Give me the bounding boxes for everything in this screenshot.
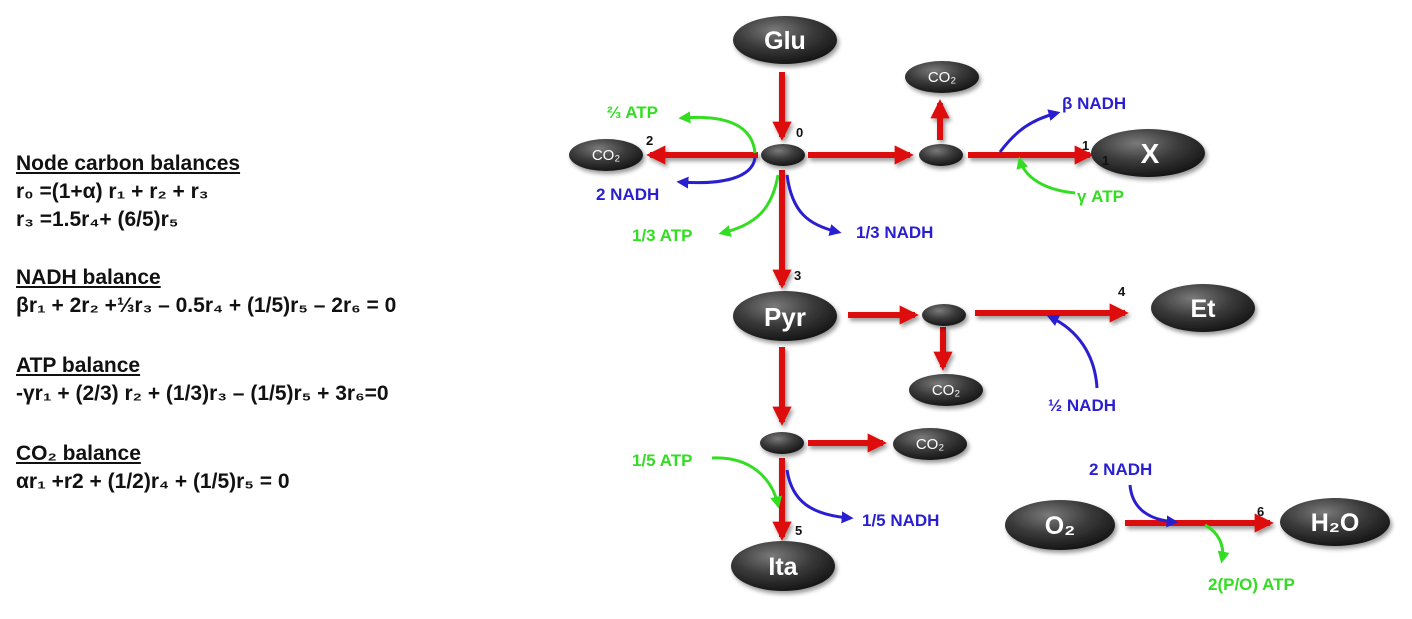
label-nadh-2: 2 NADH bbox=[596, 185, 659, 204]
atp-balance-section: ATP balance -γr₁ + (2/3) r₂ + (1/3)r₃ – … bbox=[16, 352, 576, 408]
label-et: Et bbox=[1191, 295, 1217, 323]
node-co2-mid bbox=[909, 374, 983, 406]
node-pyr bbox=[733, 291, 837, 341]
branch-node-0 bbox=[761, 144, 805, 166]
node-labels: Glu X Pyr Et Ita O₂ H₂O CO₂ CO₂ CO₂ CO₂ bbox=[592, 27, 1359, 581]
label-nadh-2-resp: 2 NADH bbox=[1089, 460, 1152, 479]
flux-number-r4: 4 bbox=[1118, 284, 1126, 299]
flux-number-r0: 0 bbox=[796, 125, 803, 140]
label-atp-po: 2(P/O) ATP bbox=[1208, 575, 1295, 594]
node-o2 bbox=[1005, 500, 1115, 550]
label-o2: O₂ bbox=[1045, 512, 1076, 540]
flux-number-r3: 3 bbox=[794, 268, 801, 283]
label-co2-low: CO₂ bbox=[916, 436, 945, 453]
balance-equations-panel: Node carbon balances r₀ =(1+α) r₁ + r₂ +… bbox=[16, 150, 576, 512]
flux-number-r2: 2 bbox=[646, 133, 653, 148]
co2-balance-section: CO₂ balance αr₁ +r2 + (1/2)r₄ + (1/5)r₅ … bbox=[16, 440, 576, 496]
nadh-curve-one-third bbox=[785, 174, 842, 236]
label-nadh-beta: β NADH bbox=[1062, 94, 1126, 113]
nadh-curve-resp bbox=[1128, 484, 1179, 528]
flux-number-r1: 1 bbox=[1082, 138, 1089, 153]
flux-number-r6: 6 bbox=[1257, 504, 1264, 519]
flux-arrows bbox=[646, 72, 1274, 541]
nadh-balance-eq: βr₁ + 2r₂ +⅓r₃ – 0.5r₄ + (1/5)r₅ – 2r₆ =… bbox=[16, 294, 397, 317]
node-x bbox=[1091, 129, 1205, 177]
branch-node-a bbox=[919, 144, 963, 166]
label-co2-top: CO₂ bbox=[928, 69, 957, 86]
node-co2-left bbox=[569, 139, 643, 171]
co2-balance-eq: αr₁ +r2 + (1/2)r₄ + (1/5)r₅ = 0 bbox=[16, 470, 290, 493]
carbon-balance-eq-2: r₃ =1.5r₄+ (6/5)r₅ bbox=[16, 208, 179, 231]
carbon-balance-eq-1: r₀ =(1+α) r₁ + r₂ + r₃ bbox=[16, 180, 209, 203]
atp-curve-one-fifth bbox=[711, 456, 783, 509]
label-nadh-one-third: 1/3 NADH bbox=[856, 223, 933, 242]
atp-curve-po bbox=[1204, 523, 1230, 564]
label-atp-one-fifth: 1/5 ATP bbox=[632, 451, 692, 470]
flux-number-r1-sub: 1 bbox=[1102, 153, 1109, 168]
cofactor-labels: ⅔ ATP 2 NADH 1/3 ATP 1/3 NADH β NADH γ A… bbox=[596, 94, 1295, 594]
branch-node-b bbox=[922, 304, 966, 326]
nadh-balance-title: NADH balance bbox=[16, 266, 161, 289]
carbon-balance-section: Node carbon balances r₀ =(1+α) r₁ + r₂ +… bbox=[16, 150, 576, 234]
node-co2-top bbox=[905, 61, 979, 93]
node-h2o bbox=[1280, 498, 1390, 546]
carbon-balance-title: Node carbon balances bbox=[16, 152, 241, 175]
nadh-curve-half bbox=[1046, 315, 1099, 389]
label-co2-mid: CO₂ bbox=[932, 382, 961, 399]
nadh-curve-beta bbox=[998, 109, 1061, 153]
label-nadh-half: ½ NADH bbox=[1048, 396, 1116, 415]
label-atp-two-thirds: ⅔ ATP bbox=[607, 103, 658, 122]
label-pyr: Pyr bbox=[764, 302, 806, 332]
atp-curve-one-third bbox=[718, 174, 780, 237]
node-glu bbox=[733, 16, 837, 64]
node-co2-low bbox=[893, 428, 967, 460]
nadh-curves bbox=[676, 109, 1179, 528]
nadh-balance-section: NADH balance βr₁ + 2r₂ +⅓r₃ – 0.5r₄ + (1… bbox=[16, 264, 576, 320]
atp-balance-eq: -γr₁ + (2/3) r₂ + (1/3)r₃ – (1/5)r₅ + 3r… bbox=[16, 382, 389, 405]
co2-balance-title: CO₂ balance bbox=[16, 442, 141, 465]
metabolite-nodes bbox=[569, 16, 1390, 591]
nadh-curve-2 bbox=[676, 157, 757, 189]
label-nadh-one-fifth: 1/5 NADH bbox=[862, 511, 939, 530]
label-ita: Ita bbox=[768, 553, 798, 581]
label-glu: Glu bbox=[764, 27, 806, 55]
atp-curve-gamma bbox=[1016, 156, 1076, 195]
label-x: X bbox=[1141, 138, 1160, 169]
atp-curves bbox=[678, 111, 1230, 564]
branch-node-c bbox=[760, 432, 804, 454]
label-co2-left: CO₂ bbox=[592, 147, 621, 164]
node-ita bbox=[731, 541, 835, 591]
atp-balance-title: ATP balance bbox=[16, 354, 141, 377]
label-atp-gamma: γ ATP bbox=[1077, 187, 1124, 206]
label-h2o: H₂O bbox=[1311, 509, 1360, 537]
flux-number-r5: 5 bbox=[795, 523, 802, 538]
atp-curve-two-thirds bbox=[678, 111, 757, 154]
flux-numbers: 0 1 1 2 3 4 5 6 bbox=[646, 125, 1264, 538]
label-atp-one-third: 1/3 ATP bbox=[632, 226, 692, 245]
nadh-curve-one-fifth bbox=[785, 469, 854, 524]
node-et bbox=[1151, 284, 1255, 332]
